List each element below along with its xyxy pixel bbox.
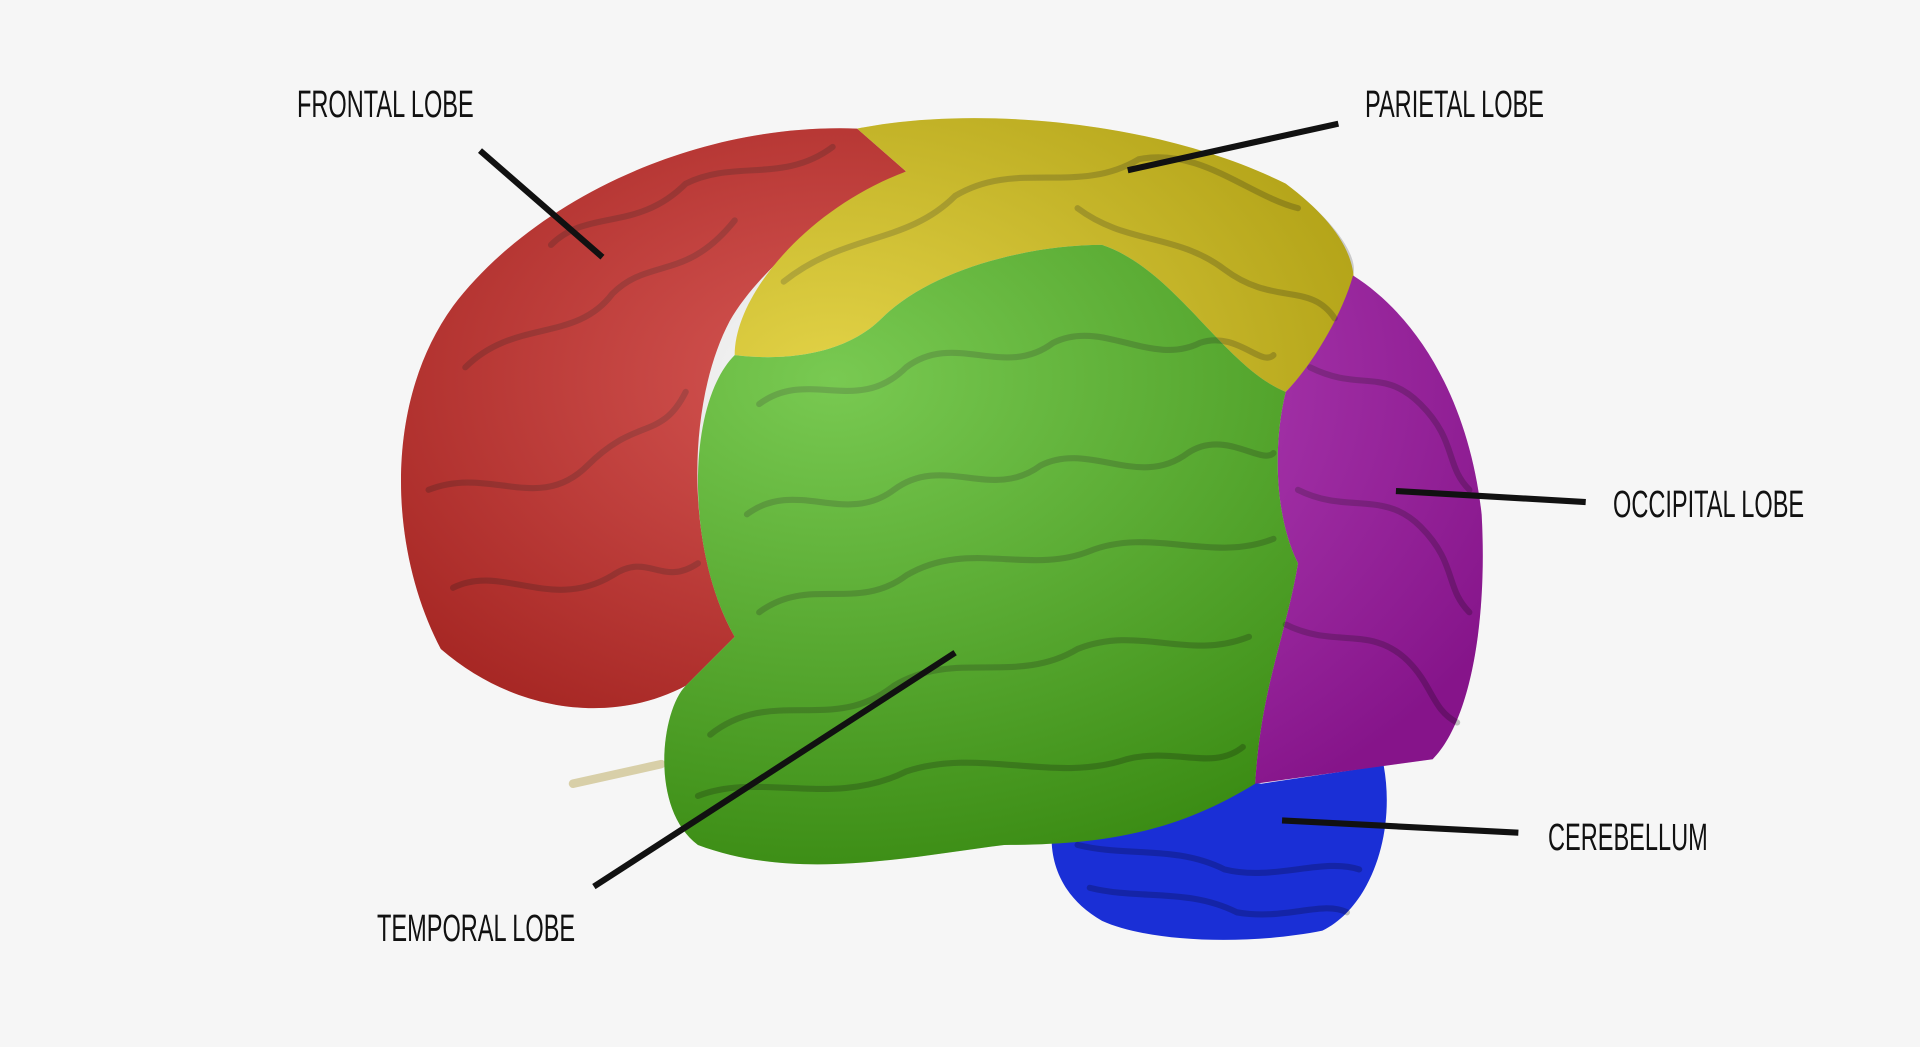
cerebellum-label: CEREBELLUM — [1548, 817, 1708, 859]
brain-shading — [401, 118, 1483, 865]
occipital-lobe-label: OCCIPITAL LOBE — [1613, 484, 1805, 526]
parietal-lobe-label: PARIETAL LOBE — [1365, 84, 1544, 126]
occipital-leader-line — [1395, 487, 1586, 506]
temporal-lobe-label: TEMPORAL LOBE — [377, 908, 576, 950]
cerebellum-leader-line — [1281, 817, 1519, 836]
temporal-leader-line — [592, 650, 957, 890]
frontal-leader-line — [477, 148, 605, 260]
olfactory-nerve — [568, 759, 666, 789]
frontal-lobe-label: FRONTAL LOBE — [297, 84, 474, 126]
parietal-leader-line — [1127, 120, 1340, 174]
